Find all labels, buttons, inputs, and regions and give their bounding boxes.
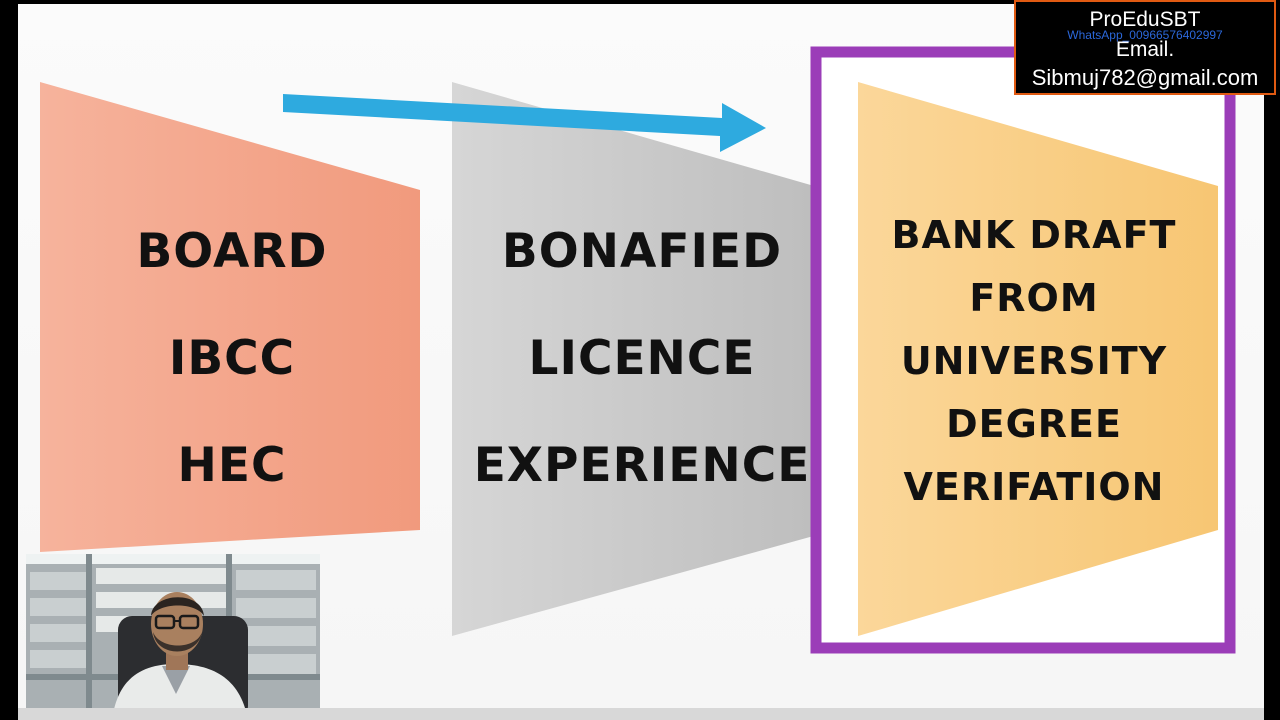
watermark-whatsapp: WhatsApp_00966576402997	[1067, 28, 1223, 42]
stage-line: HEC	[177, 438, 287, 493]
stage-board-text: BOARD IBCC HEC	[22, 198, 442, 519]
video-bottom-edge	[18, 708, 1264, 720]
stage-bonafied-shape	[452, 82, 828, 636]
stage-line: UNIVERSITY	[900, 339, 1168, 383]
stage-line: BOARD	[136, 224, 328, 279]
watermark-email-label: Email.	[1115, 38, 1175, 61]
stage-bank-text: BANK DRAFT FROM UNIVERSITY DEGREE VERIFA…	[824, 204, 1244, 519]
presenter-video-feed-icon	[26, 554, 320, 720]
watermark-brand: ProEduSBT	[1089, 8, 1201, 31]
stage-line: BONAFIED	[501, 224, 783, 279]
channel-watermark: ProEduSBT WhatsApp_00966576402997 Email.…	[1014, 0, 1276, 95]
flow-arrow-icon	[283, 94, 766, 152]
stage-line: DEGREE	[946, 402, 1122, 446]
stage-line: LICENCE	[528, 331, 756, 386]
stage-line: EXPERIENCE	[473, 438, 811, 493]
stage-bank-shape	[858, 82, 1218, 636]
stage-line: IBCC	[168, 331, 296, 386]
watermark-email: Sibmuj782@gmail.com	[1031, 65, 1259, 90]
stage-line: VERIFATION	[903, 465, 1165, 509]
presenter-webcam	[26, 554, 320, 720]
stage-board-shape	[40, 82, 420, 552]
stage-line: BANK DRAFT	[891, 213, 1177, 257]
stage-bonafied-text: BONAFIED LICENCE EXPERIENCE	[432, 198, 852, 519]
stage-line: FROM	[969, 276, 1099, 320]
